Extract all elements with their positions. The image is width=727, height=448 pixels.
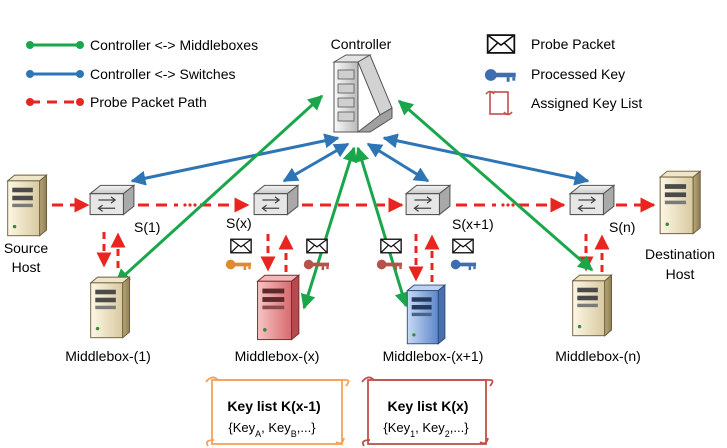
server-tower-icon bbox=[256, 274, 300, 341]
middlebox-n-label: Middlebox-(n) bbox=[555, 348, 641, 364]
envelope-icon bbox=[230, 238, 252, 254]
key-list-right-contents: {Key1, Key2,...} bbox=[383, 420, 469, 439]
middlebox-x-label: Middlebox-(x) bbox=[235, 348, 320, 364]
link-controller-mbx1 bbox=[354, 146, 410, 308]
network-switch-icon bbox=[569, 184, 615, 216]
source-host-label-line2: Host bbox=[12, 259, 41, 275]
middlebox-x: Middlebox-(x) bbox=[235, 274, 320, 364]
key-icon bbox=[225, 259, 252, 271]
key-list-right-title: Key list K(x) bbox=[388, 398, 469, 414]
source-host-label-line1: Source bbox=[4, 240, 49, 256]
legend-controller-middleboxes-swatch bbox=[26, 41, 84, 49]
controller-middlebox-links bbox=[114, 94, 594, 310]
switch-sn: S(n) bbox=[569, 184, 635, 235]
probe-packets-and-keys bbox=[225, 238, 477, 271]
key-list-left-contents: {KeyA, KeyB,...} bbox=[228, 420, 316, 439]
middlebox-1: Middlebox-(1) bbox=[65, 276, 151, 364]
key-list-right: Key list K(x) {Key1, Key2,...} bbox=[361, 376, 494, 447]
key-icon bbox=[376, 259, 403, 271]
server-tower-icon bbox=[90, 276, 131, 339]
server-tower-icon bbox=[406, 284, 446, 345]
key-icon bbox=[484, 69, 516, 82]
source-host: Source Host bbox=[4, 174, 49, 275]
destination-host: Destination Host bbox=[645, 170, 715, 282]
link-controller-mb1 bbox=[114, 94, 324, 285]
legend-probe-packet-path-swatch bbox=[26, 98, 84, 106]
legend-controller-middleboxes-label: Controller <-> Middleboxes bbox=[90, 37, 258, 53]
destination-host-label-line2: Host bbox=[666, 266, 695, 282]
switch-sx-label: S(x) bbox=[226, 215, 252, 231]
envelope-icon bbox=[306, 238, 328, 254]
key-list-left-title: Key list K(x-1) bbox=[227, 398, 320, 414]
link-controller-mbn bbox=[397, 99, 594, 272]
switch-sx1: S(x+1) bbox=[405, 184, 494, 232]
switch-s1: S(1) bbox=[89, 184, 160, 235]
middlebox-n: Middlebox-(n) bbox=[555, 274, 641, 364]
switch-sx: S(x) bbox=[226, 184, 299, 231]
link-controller-sn bbox=[382, 133, 590, 186]
server-tower-icon bbox=[659, 170, 701, 235]
envelope-icon bbox=[486, 34, 516, 54]
key-list-left: Key list K(x-1) {KeyA, KeyB,...} bbox=[205, 376, 350, 447]
envelope-icon bbox=[380, 238, 402, 254]
network-switch-icon bbox=[253, 184, 299, 216]
controller-node: Controller bbox=[331, 36, 393, 133]
server-tower-icon bbox=[572, 274, 613, 337]
link-controller-sx1 bbox=[366, 142, 430, 183]
link-controller-mbx bbox=[300, 146, 358, 310]
legend-probe-packet-label: Probe Packet bbox=[531, 36, 615, 52]
switch-s1-label: S(1) bbox=[134, 219, 160, 235]
destination-host-label-line1: Destination bbox=[645, 246, 715, 262]
probe-path-vertical bbox=[96, 232, 610, 282]
scroll-icon bbox=[361, 376, 494, 447]
legend-controller-switches-label: Controller <-> Switches bbox=[90, 66, 236, 82]
envelope-icon bbox=[452, 238, 474, 254]
scroll-icon bbox=[205, 376, 350, 447]
server-rack-icon bbox=[332, 54, 393, 133]
scroll-icon bbox=[485, 90, 513, 116]
legend-processed-key-label: Processed Key bbox=[531, 66, 625, 82]
middlebox-x1-label: Middlebox-(x+1) bbox=[383, 348, 484, 364]
switch-sn-label: S(n) bbox=[609, 219, 635, 235]
switch-sx1-label: S(x+1) bbox=[452, 216, 494, 232]
key-icon bbox=[450, 259, 477, 271]
controller-label: Controller bbox=[331, 36, 392, 52]
legend-probe-packet-path-label: Probe Packet Path bbox=[90, 94, 207, 110]
legend-assigned-key-list-label: Assigned Key List bbox=[531, 95, 642, 111]
server-tower-icon bbox=[7, 174, 48, 237]
link-controller-sx bbox=[282, 142, 350, 183]
network-switch-icon bbox=[405, 184, 451, 216]
middlebox-1-label: Middlebox-(1) bbox=[65, 348, 151, 364]
middlebox-x1: Middlebox-(x+1) bbox=[383, 284, 484, 364]
legend-controller-switches-swatch bbox=[26, 70, 84, 78]
network-switch-icon bbox=[89, 184, 135, 216]
